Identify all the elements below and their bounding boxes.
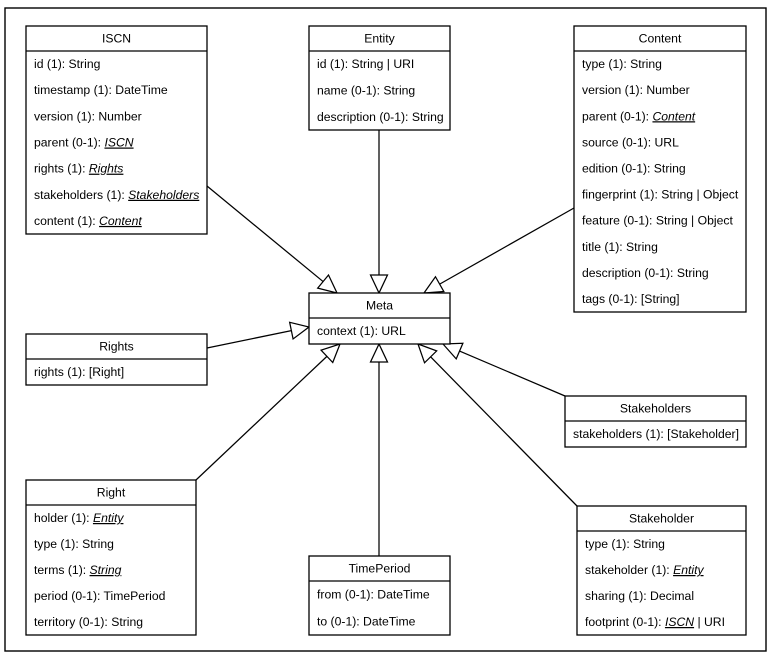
class-attribute-iscn-1: timestamp (1): DateTime xyxy=(34,83,168,97)
class-title-content: Content xyxy=(639,32,682,46)
class-title-stakeholder: Stakeholder xyxy=(629,512,694,526)
generalization-edges xyxy=(195,130,578,556)
class-title-timeperiod: TimePeriod xyxy=(349,562,411,576)
class-box-entity[interactable]: Entity id (1): String | URI name (0-1): St… xyxy=(308,25,451,131)
class-outline-iscn xyxy=(25,25,208,235)
class-attribute-iscn-5: stakeholders (1): Stakeholders xyxy=(34,188,199,202)
class-attribute-right-0: holder (1): Entity xyxy=(34,511,124,525)
class-attribute-timeperiod-0: from (0-1): DateTime xyxy=(317,588,430,602)
class-attribute-content-7: title (1): String xyxy=(582,240,658,254)
class-attribute-rights-0: rights (1): [Right] xyxy=(34,365,124,379)
class-attribute-iscn-3: parent (0-1): ISCN xyxy=(34,136,134,150)
generalization-timeperiod-to-meta xyxy=(369,342,389,556)
class-attribute-content-4: edition (0-1): String xyxy=(582,162,686,176)
class-box-content[interactable]: Content type (1): String version (1): Numb… xyxy=(573,25,747,313)
generalization-iscn-to-meta xyxy=(206,185,339,294)
class-attribute-right-1: type (1): String xyxy=(34,537,114,551)
class-outline-entity xyxy=(308,25,451,131)
class-outline-content xyxy=(573,25,747,313)
class-attribute-content-9: tags (0-1): [String] xyxy=(582,292,680,306)
class-attribute-content-1: version (1): Number xyxy=(582,83,690,97)
class-box-rights[interactable]: Rights rights (1): [Right] xyxy=(25,333,208,386)
class-attribute-content-0: type (1): String xyxy=(582,57,662,71)
class-box-timeperiod[interactable]: TimePeriod from (0-1): DateTime to (0-1): … xyxy=(308,555,451,636)
class-attribute-iscn-6: content (1): Content xyxy=(34,214,142,228)
class-attribute-stakeholder-0: type (1): String xyxy=(585,537,665,551)
generalization-content-to-meta xyxy=(422,207,575,294)
class-attribute-right-3: period (0-1): TimePeriod xyxy=(34,589,165,603)
class-outline-timeperiod xyxy=(308,555,451,636)
generalization-entity-to-meta xyxy=(369,130,389,295)
class-attribute-content-3: source (0-1): URL xyxy=(582,136,679,150)
class-attribute-right-2: terms (1): String xyxy=(34,563,122,577)
class-attribute-entity-2: description (0-1): String xyxy=(317,110,444,124)
class-attribute-right-4: territory (0-1): String xyxy=(34,615,143,629)
class-attribute-stakeholder-1: stakeholder (1): Entity xyxy=(585,563,704,577)
class-title-rights: Rights xyxy=(99,340,134,354)
class-attribute-iscn-4: rights (1): Rights xyxy=(34,162,123,176)
class-outline-right xyxy=(25,479,197,636)
class-box-stakeholders[interactable]: Stakeholders stakeholders (1): [Stakehold… xyxy=(564,395,747,448)
class-attribute-stakeholders-0: stakeholders (1): [Stakeholder] xyxy=(573,427,739,441)
class-box-meta[interactable]: Meta context (1): URL xyxy=(308,292,451,345)
class-attribute-timeperiod-1: to (0-1): DateTime xyxy=(317,615,416,629)
class-title-stakeholders: Stakeholders xyxy=(620,402,691,416)
class-attribute-stakeholder-3: footprint (0-1): ISCN | URI xyxy=(585,615,725,629)
class-attribute-entity-1: name (0-1): String xyxy=(317,84,415,98)
class-title-meta: Meta xyxy=(366,299,393,313)
class-attribute-iscn-0: id (1): String xyxy=(34,57,100,71)
generalization-rights-to-meta xyxy=(206,321,311,349)
class-attribute-iscn-2: version (1): Number xyxy=(34,110,142,124)
class-box-stakeholder[interactable]: Stakeholder type (1): String stakeholder (… xyxy=(576,505,747,636)
class-box-right[interactable]: Right holder (1): Entity type (1): String t… xyxy=(25,479,197,636)
class-attribute-content-5: fingerprint (1): String | Object xyxy=(582,188,739,202)
class-attribute-content-8: description (0-1): String xyxy=(582,266,709,280)
class-attribute-content-2: parent (0-1): Content xyxy=(582,109,696,123)
class-title-iscn: ISCN xyxy=(102,32,131,46)
class-attribute-stakeholder-2: sharing (1): Decimal xyxy=(585,589,694,603)
generalization-stakeholder-to-meta xyxy=(416,342,578,507)
class-outline-stakeholder xyxy=(576,505,747,636)
class-title-entity: Entity xyxy=(364,32,395,46)
diagram-frame xyxy=(4,7,767,652)
generalization-right-to-meta xyxy=(195,342,342,481)
class-title-right: Right xyxy=(97,486,126,500)
class-attribute-content-6: feature (0-1): String | Object xyxy=(582,214,733,228)
class-attribute-entity-0: id (1): String | URI xyxy=(317,57,414,71)
generalization-stakeholders-to-meta xyxy=(441,342,566,397)
class-attribute-meta-0: context (1): URL xyxy=(317,324,406,338)
